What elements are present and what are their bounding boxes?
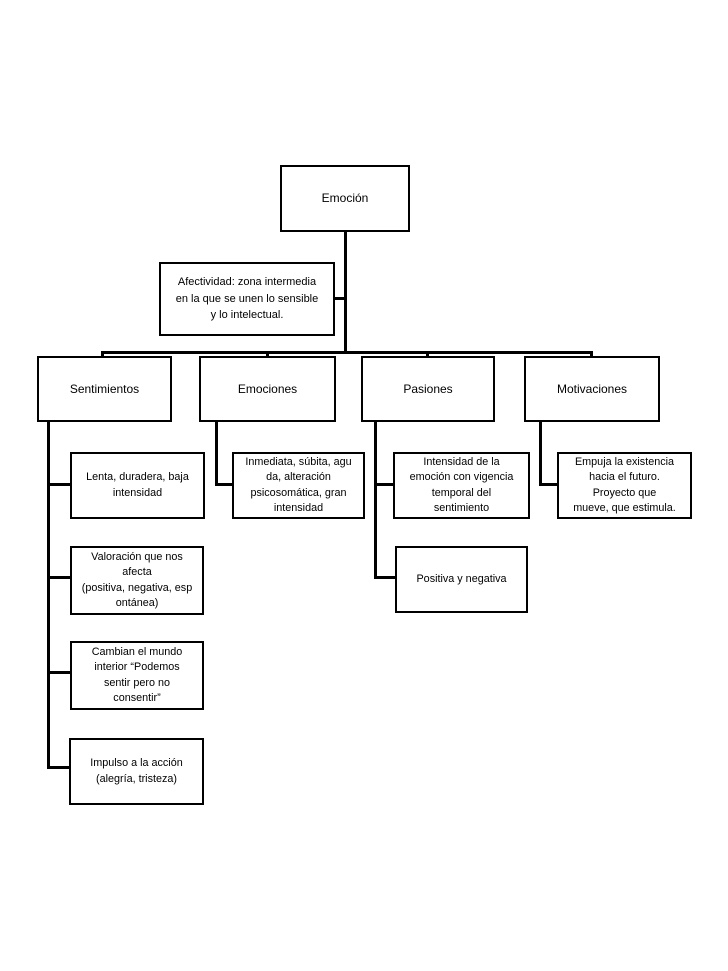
connector-drop-sentimientos [101, 351, 104, 359]
branch-pasiones: Pasiones [361, 356, 495, 422]
connector-stub-positiva [374, 576, 395, 579]
connector-stub-intensidad [374, 483, 393, 486]
connector-branch-horizontal [101, 351, 593, 354]
connector-stub-lenta [47, 483, 70, 486]
branch-sentimientos: Sentimientos [37, 356, 172, 422]
connector-stub-impulso [47, 766, 69, 769]
connector-drop-emociones [266, 351, 269, 359]
connector-root-drop [344, 231, 347, 354]
node-afectividad-note: Afectividad: zona intermedia en la que s… [159, 262, 335, 336]
connector-rail-pasiones [374, 420, 377, 579]
node-positiva-negativa: Positiva y negativa [395, 546, 528, 613]
node-inmediata-subita: Inmediata, súbita, agu da, alteración ps… [232, 452, 365, 519]
connector-stub-valoracion [47, 576, 70, 579]
node-emocion: Emoción [280, 165, 410, 232]
connector-drop-pasiones [426, 351, 429, 359]
connector-rail-sentimientos [47, 420, 50, 769]
connector-rail-motivaciones [539, 420, 542, 486]
connector-note-stub [333, 297, 346, 300]
connector-rail-emociones [215, 420, 218, 486]
node-impulso-accion: Impulso a la acción (alegría, tristeza) [69, 738, 204, 805]
node-valoracion-afecta: Valoración que nos afecta (positiva, neg… [70, 546, 204, 615]
branch-emociones: Emociones [199, 356, 336, 422]
connector-stub-empuja [539, 483, 557, 486]
connector-stub-inmediata [215, 483, 232, 486]
node-intensidad-vigencia: Intensidad de la emoción con vigencia te… [393, 452, 530, 519]
connector-drop-motivaciones [590, 351, 593, 359]
node-cambian-mundo: Cambian el mundo interior “Podemos senti… [70, 641, 204, 710]
branch-motivaciones: Motivaciones [524, 356, 660, 422]
connector-stub-cambian [47, 671, 70, 674]
node-empuja-existencia: Empuja la existencia hacia el futuro. Pr… [557, 452, 692, 519]
node-lenta-duradera: Lenta, duradera, baja intensidad [70, 452, 205, 519]
